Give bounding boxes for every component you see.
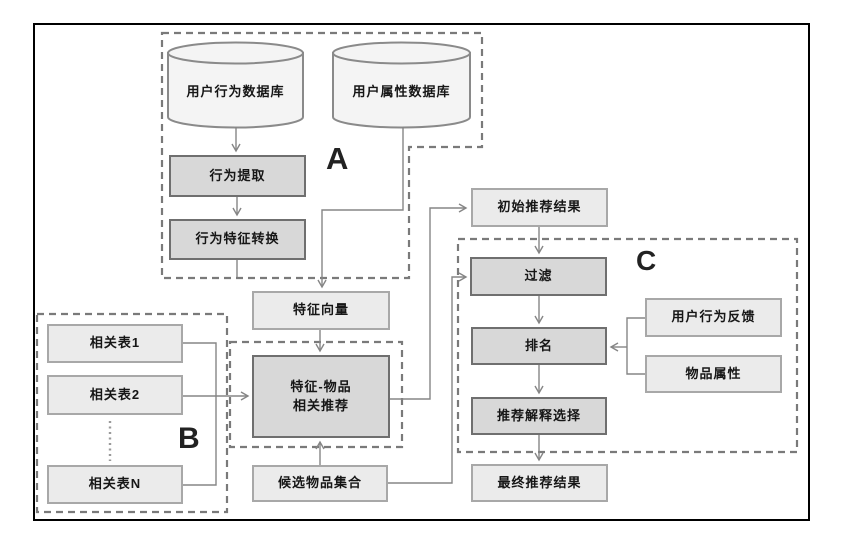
node-initial-result: 初始推荐结果 — [471, 188, 608, 227]
region-b-label: B — [178, 422, 200, 455]
user-behavior-db-shape — [167, 41, 304, 129]
node-candidate-item-set: 候选物品集合 — [252, 465, 388, 502]
region-b-outline — [35, 312, 229, 514]
node-final-result: 最终推荐结果 — [471, 464, 608, 502]
node-feature-item-recommend: 特征-物品 相关推荐 — [252, 355, 390, 438]
node-related-table-1: 相关表1 — [47, 324, 183, 363]
node-user-attribute-db: 用户属性数据库 — [352, 83, 451, 99]
node-user-behavior-feedback: 用户行为反馈 — [645, 298, 782, 337]
node-feature-vector: 特征向量 — [252, 291, 390, 330]
region-c-outline — [456, 237, 799, 454]
edge-tables-merge — [183, 342, 217, 486]
node-explanation-selection: 推荐解释选择 — [471, 397, 607, 435]
user-attribute-db-shape — [332, 41, 471, 129]
region-a-label: A — [326, 141, 349, 176]
node-ranking: 排名 — [471, 327, 607, 365]
feature-item-line1: 特征-物品 — [290, 378, 352, 394]
node-behavior-extraction: 行为提取 — [169, 155, 306, 197]
node-user-behavior-db: 用户行为数据库 — [186, 83, 285, 99]
node-related-table-2: 相关表2 — [47, 375, 183, 415]
feature-item-line2: 相关推荐 — [292, 397, 349, 413]
node-behavior-feature-transform: 行为特征转换 — [169, 219, 306, 260]
node-filter: 过滤 — [470, 257, 607, 296]
region-a-outline — [160, 31, 484, 280]
node-related-table-n: 相关表N — [47, 465, 183, 504]
node-item-attribute: 物品属性 — [645, 355, 782, 393]
region-c-label: C — [636, 245, 657, 276]
edge-recommend-initial — [390, 203, 468, 400]
edge-attrdb-featurevector — [317, 127, 404, 289]
edge-feedback-attrs-merge — [626, 317, 645, 375]
edge-candidates-filter — [388, 272, 468, 484]
